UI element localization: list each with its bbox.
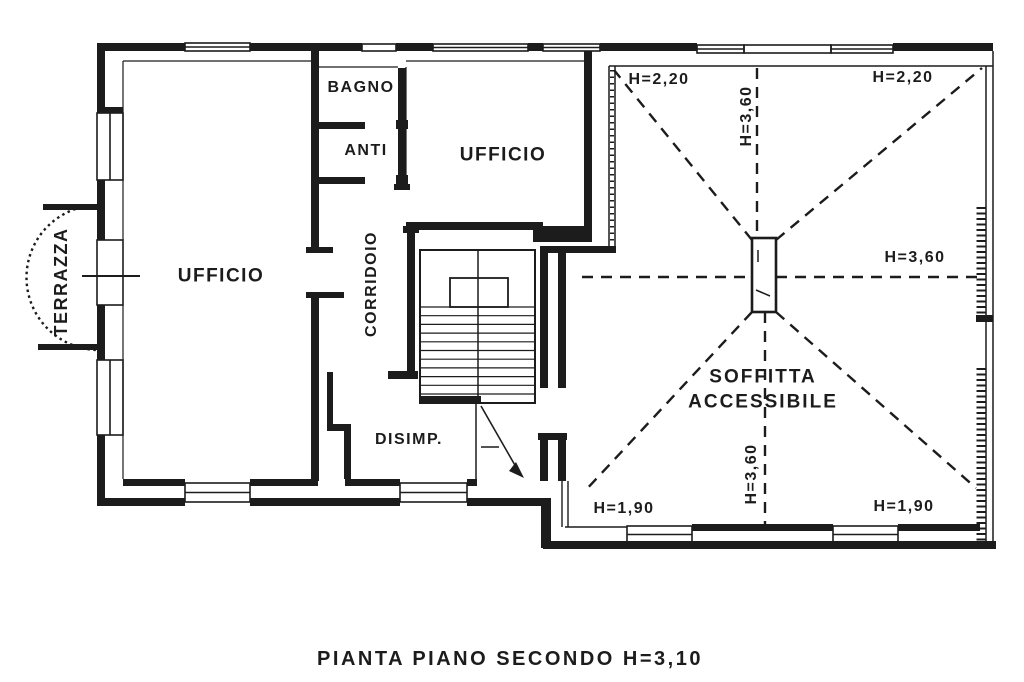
height-label-bottom-right: H=1,90 — [873, 498, 935, 515]
cavity-walls — [538, 246, 616, 481]
top-wall-windows — [184, 42, 894, 54]
terrazza-balcony — [25, 203, 100, 352]
height-label-top-left: H=2,20 — [628, 71, 690, 88]
cavity-wall-lower — [561, 481, 569, 527]
height-label-ridge-top: H=3,60 — [738, 85, 755, 147]
top-wall — [97, 43, 993, 51]
stair-direction-arrow — [509, 462, 524, 478]
height-label-ridge-bottom: H=3,60 — [743, 443, 760, 505]
room-label-ufficio-left: UFFICIO — [177, 265, 265, 287]
room-label-disimpegno: DISIMP. — [375, 431, 443, 448]
room-label-ufficio-top: UFFICIO — [459, 144, 547, 166]
height-label-bottom-left: H=1,90 — [593, 500, 655, 517]
height-label-ridge-right: H=3,60 — [884, 249, 946, 266]
roof-hip-lines — [582, 67, 984, 524]
height-label-top-right: H=2,20 — [872, 69, 934, 86]
room-label-terrazza: TERRAZZA — [51, 227, 71, 337]
inner-wall-faces — [123, 60, 584, 190]
bottom-wall-left-block — [97, 479, 551, 548]
soffitta-walls — [543, 51, 996, 549]
room-label-soffitta-line1: SOFFITTA — [709, 366, 817, 388]
room-label-corridoio: CORRIDOIO — [363, 231, 380, 337]
plan-caption: PIANTA PIANO SECONDO H=3,10 — [317, 648, 703, 670]
chimney — [750, 236, 778, 314]
room-label-anti: ANTI — [344, 142, 388, 159]
staircase — [419, 249, 536, 479]
left-wall — [82, 43, 140, 506]
room-label-soffitta-line2: ACCESSIBILE — [688, 391, 838, 413]
room-label-bagno: BAGNO — [327, 79, 395, 96]
interior-walls — [306, 51, 592, 481]
